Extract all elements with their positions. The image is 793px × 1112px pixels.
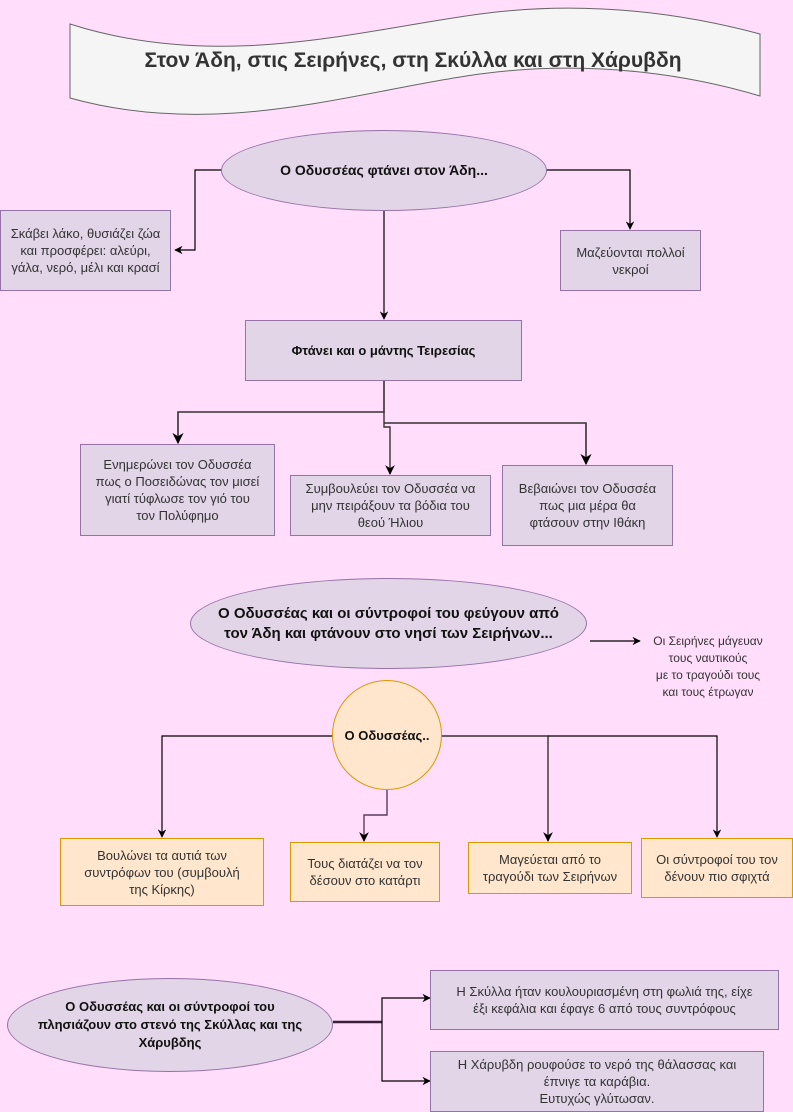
- connector-scylla-2: [381, 1022, 431, 1086]
- scylla-outcome-node: Η Σκύλλα ήταν κουλουριασμένη στη φωλιά τ…: [430, 970, 779, 1030]
- connector-hades-right: [546, 169, 635, 230]
- hades-main-node: Ο Οδυσσέας φτάνει στον Άδη...: [221, 130, 547, 211]
- tiresias-node: Φτάνει και ο μάντης Τειρεσίας: [245, 320, 522, 381]
- connector-tiresias-2: [383, 412, 395, 475]
- connector-tiresias-3: [384, 422, 592, 466]
- diagram-title: Στον Άδη, στις Σειρήνες, στη Σκύλλα και …: [144, 49, 682, 72]
- sirens-action-ears: Βουλώνει τα αυτιά των συντρόφων του (συμ…: [60, 838, 264, 906]
- hades-offering-node: Σκάβει λάκο, θυσιάζει ζώα και προσφέρει:…: [0, 210, 171, 291]
- connector-odysseus-3: [441, 735, 553, 842]
- hades-dead-gather-node: Μαζεύονται πολλοί νεκροί: [560, 230, 701, 291]
- title-banner: [69, 7, 761, 115]
- connector-tiresias-1: [172, 380, 385, 445]
- tiresias-child-helios: Συμβουλεύει τον Οδυσσέα να μην πειράξουν…: [290, 475, 491, 536]
- connector-odysseus-1: [157, 735, 334, 838]
- connector-hades-left: [174, 169, 222, 255]
- tiresias-child-poseidon: Ενημερώνει τον Οδυσσέα πως ο Ποσειδώνας …: [80, 444, 275, 536]
- sirens-action-enchanted: Μαγεύεται από το τραγούδι των Σειρήνων: [468, 842, 632, 894]
- sirens-action-tighter: Οι σύντροφοί του τον δένουν πιο σφιχτά: [641, 838, 793, 898]
- sirens-action-mast: Τους διατάζει να τον δέσουν στο κατάρτι: [290, 842, 440, 902]
- sirens-main-node: Ο Οδυσσέας και οι σύντροφοί του φεύγουν …: [190, 578, 587, 669]
- connector-odysseus-2: [359, 790, 388, 842]
- connector-odysseus-4: [548, 735, 722, 838]
- tiresias-child-ithaca: Βεβαιώνει τον Οδυσσέα πως μια μέρα θα φτ…: [502, 465, 673, 546]
- charybdis-outcome-node: Η Χάρυβδη ρουφούσε το νερό της θάλασσας …: [430, 1051, 764, 1112]
- odysseus-node: Ο Οδυσσέας..: [332, 680, 442, 790]
- scylla-main-node: Ο Οδυσσέας και οι σύντροφοί του πλησιάζο…: [7, 978, 333, 1072]
- sirens-note: Οι Σειρήνες μάγευαν τους ναυτικούς με το…: [653, 634, 763, 699]
- connector-scylla-1: [381, 993, 431, 1022]
